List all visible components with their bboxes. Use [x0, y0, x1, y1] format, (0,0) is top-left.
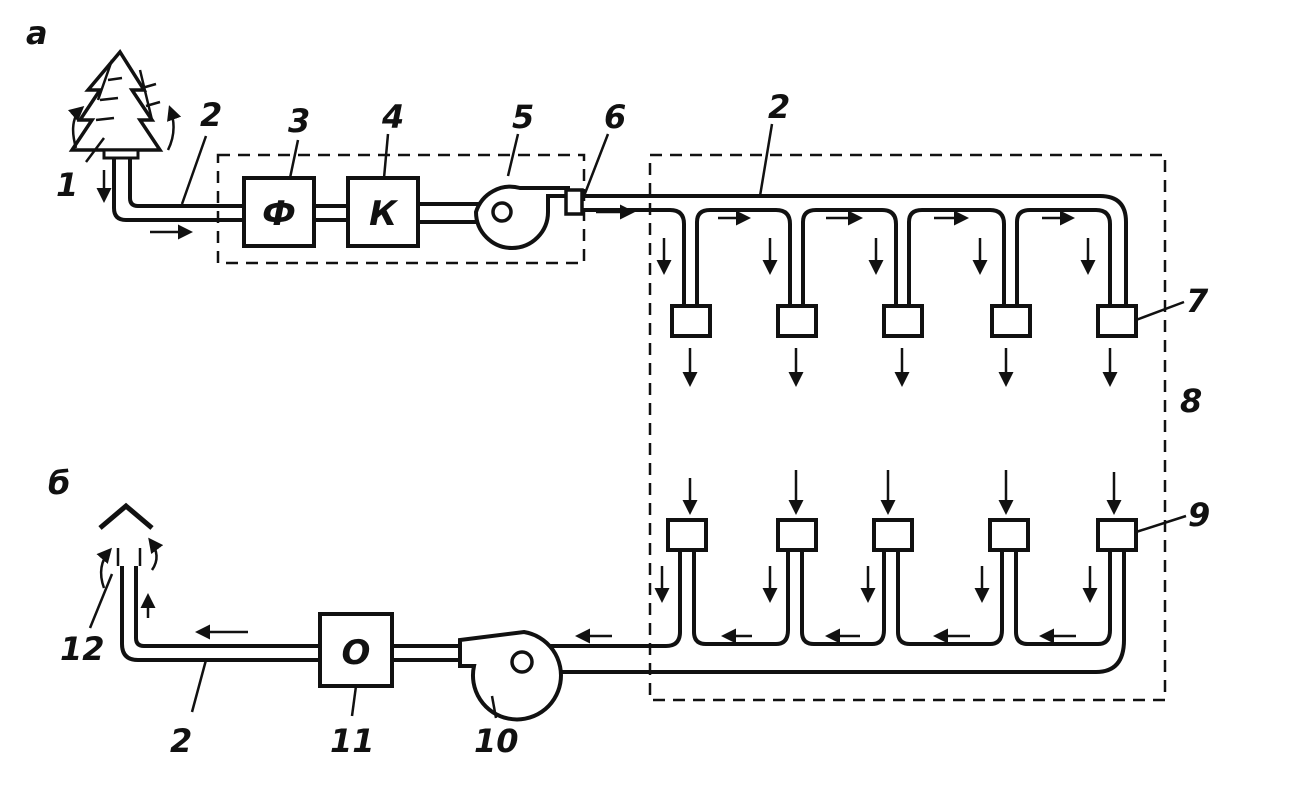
filter-block	[242, 176, 316, 248]
intake-hood-icon	[68, 49, 164, 160]
callout-1: 1	[56, 166, 78, 204]
exhaust-grille	[666, 518, 708, 552]
supply-diffuser	[1096, 304, 1138, 338]
callout-10: 10	[474, 722, 519, 760]
panel-label-a: а	[26, 14, 48, 52]
cleaner-label: О	[342, 633, 371, 673]
supply-diffuser	[670, 304, 712, 338]
callout-4: 4	[381, 98, 404, 136]
callout-8: 8	[1180, 382, 1202, 420]
callout-9: 9	[1188, 496, 1210, 534]
callout-2-top: 2	[200, 96, 222, 134]
supply-fan-icon	[473, 184, 584, 250]
exhaust-grille	[776, 518, 818, 552]
exhaust-grille	[1096, 518, 1138, 552]
cleaner-block	[318, 612, 394, 688]
exhaust-fan-icon	[458, 629, 563, 722]
exhaust-grille	[988, 518, 1030, 552]
callout-6: 6	[604, 98, 626, 136]
supply-diffuser	[882, 304, 924, 338]
supply-diffuser	[776, 304, 818, 338]
callout-3: 3	[288, 102, 310, 140]
callout-7: 7	[1186, 282, 1209, 320]
exhaust-outlet-icon	[98, 502, 154, 566]
filter-label: Ф	[262, 194, 296, 234]
callout-11: 11	[330, 722, 375, 760]
callout-2-right: 2	[768, 88, 790, 126]
conditioner-block	[346, 176, 420, 248]
room-enclosure	[648, 153, 1167, 702]
panel-label-b: б	[48, 464, 70, 502]
exhaust-grille	[872, 518, 914, 552]
callout-12: 12	[60, 630, 105, 668]
callout-2-bottom: 2	[170, 722, 192, 760]
callout-5: 5	[512, 98, 534, 136]
supply-diffuser	[990, 304, 1032, 338]
conditioner-label: К	[369, 194, 399, 234]
